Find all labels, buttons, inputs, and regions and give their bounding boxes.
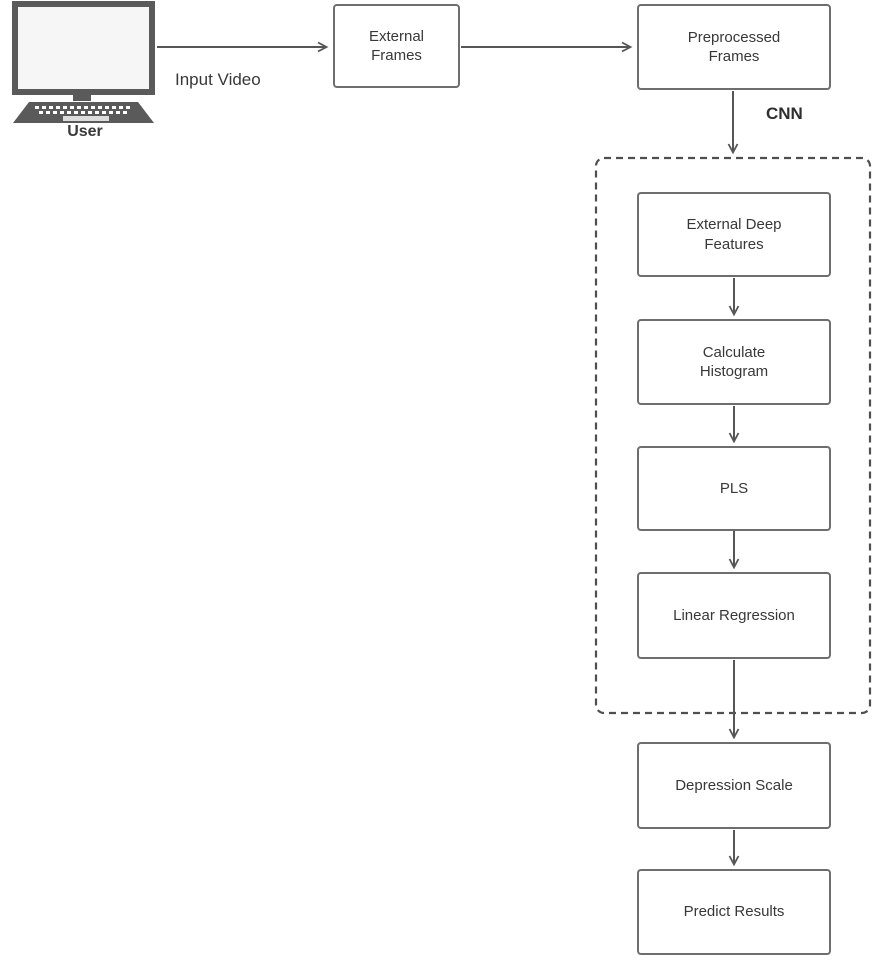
monitor-stand [73,92,91,101]
user-computer-icon [12,1,155,123]
node-label: Calculate Histogram [699,343,769,381]
node-calculate-histogram: Calculate Histogram [637,319,831,405]
node-pls: PLS [637,446,831,531]
node-label: PLS [719,479,749,497]
monitor-screen [12,1,155,95]
node-label: External Frames [368,27,425,65]
cnn-label: CNN [766,104,803,123]
node-preprocessed-frames: Preprocessed Frames [637,4,831,90]
node-label: External Deep Features [686,216,782,253]
node-external-deep-features: External Deep Features [637,192,831,277]
node-label: Predict Results [683,903,785,921]
node-label: Depression Scale [675,776,793,794]
input-video-label: Input Video [175,70,261,89]
node-label: Preprocessed Frames [687,28,781,66]
node-label: Linear Regression [673,606,795,624]
node-external-frames: External Frames [333,4,460,88]
node-linear-regression: Linear Regression [637,572,831,659]
node-depression-scale: Depression Scale [637,742,831,829]
node-predict-results: Predict Results [637,869,831,955]
user-label: User [67,123,103,140]
keyboard-spacebar [63,116,109,121]
